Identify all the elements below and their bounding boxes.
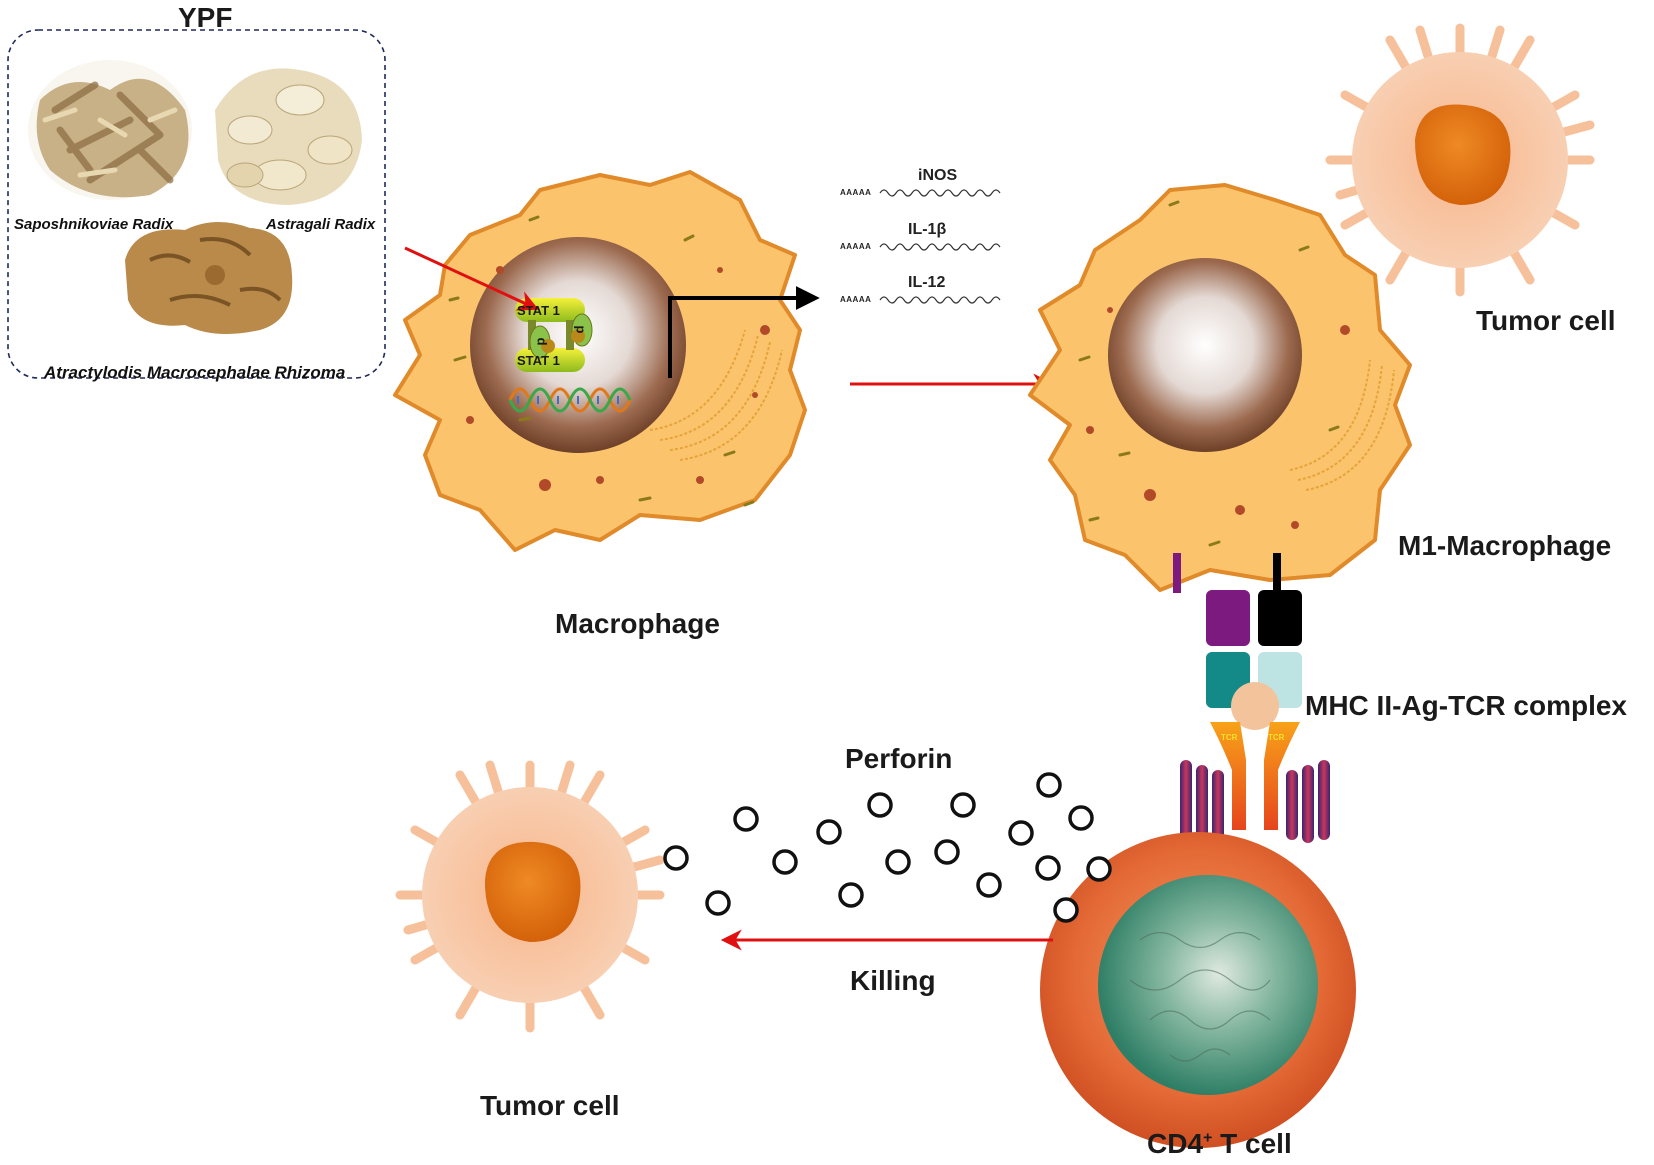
cd4-tcell-label: CD4+ T cell: [1147, 1128, 1292, 1160]
tcr-label-left: TCR: [1221, 733, 1238, 742]
ypf-title: YPF: [178, 2, 233, 33]
herb-label-saposhnikoviae: Saposhnikoviae Radix: [14, 216, 174, 233]
macrophage-organelles: [466, 266, 770, 491]
stat1-label-top: STAT 1: [517, 303, 560, 318]
perforin-label: Perforin: [845, 743, 953, 774]
cd4-sup: +: [1203, 1129, 1213, 1147]
m1-macrophage-label: M1-Macrophage: [1398, 530, 1612, 561]
herb-atractylodis-image: [125, 221, 293, 334]
tumor-cell-bottom: [395, 760, 665, 1033]
poly-a-il12: AAAAA: [840, 295, 872, 304]
mrna-squiggles: [879, 189, 1001, 304]
cd4-prefix: CD4: [1147, 1128, 1204, 1159]
tumor-cell-bottom-label: Tumor cell: [480, 1090, 620, 1121]
ypf-box: [7, 29, 386, 379]
m1-macrophage-granules: [1078, 200, 1340, 547]
antigen: [1231, 682, 1279, 730]
phospho-label-bottom: p: [532, 337, 548, 346]
tumor-cell-top: [1325, 23, 1595, 297]
herb-saposhnikoviae-image: [28, 60, 192, 200]
dna-helix: [508, 387, 632, 413]
macrophage-golgi: [649, 329, 783, 461]
mhc-complex: [1173, 553, 1302, 730]
mhc-complex-label: MHC II-Ag-TCR complex: [1305, 690, 1627, 721]
m1-macrophage-nucleus: [1108, 258, 1302, 452]
macrophage-granules: [448, 215, 755, 507]
ypf-to-macrophage-arrow: [404, 246, 539, 311]
m1-macrophage-golgi: [1289, 359, 1395, 491]
m1-macrophage-organelles: [1086, 307, 1350, 529]
stat1-label-bottom: STAT 1: [517, 353, 560, 368]
gene-il1b: IL-1β: [908, 221, 947, 238]
transcription-arrow: [668, 286, 820, 378]
gene-il12: IL-12: [908, 274, 946, 291]
killing-label: Killing: [850, 965, 936, 996]
cd4-suffix: T cell: [1212, 1128, 1292, 1159]
perforin-granules: [663, 772, 1112, 923]
poly-a-il1b: AAAAA: [840, 242, 872, 251]
gene-inos: iNOS: [918, 167, 958, 184]
cd4-tcell-chromatin: [1129, 931, 1271, 1062]
poly-a-inos: AAAAA: [840, 188, 872, 197]
tcr-receptor: [1180, 722, 1330, 843]
cd4-tcell-nucleus: [1098, 875, 1318, 1095]
herb-astragali-image: [215, 68, 362, 205]
phospho-label-top: p: [573, 325, 589, 334]
macrophage-label: Macrophage: [555, 608, 720, 639]
herb-label-atractylodis: Atractylodis Macrocephalae Rhizoma: [44, 363, 346, 382]
tcr-label-right: TCR: [1268, 733, 1285, 742]
herb-label-astragali: Astragali Radix: [266, 216, 376, 233]
tumor-cell-top-label: Tumor cell: [1476, 305, 1616, 336]
